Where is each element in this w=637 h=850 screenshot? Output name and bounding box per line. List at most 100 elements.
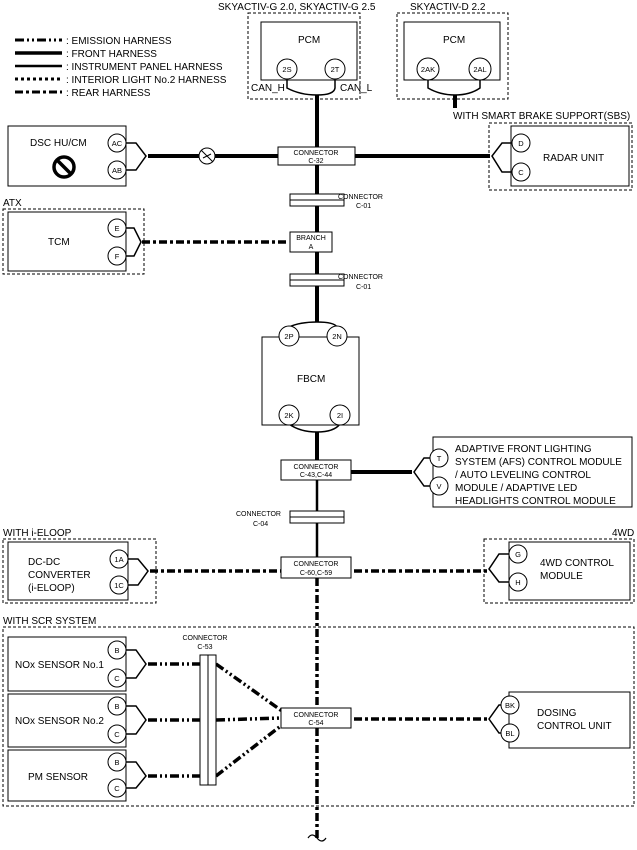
dosing-box xyxy=(508,691,631,749)
nox1-pin-c xyxy=(107,668,127,688)
dcdc-pin-stub xyxy=(128,558,149,586)
dosing-line-1: DOSING xyxy=(537,708,577,719)
afs-pin-stub xyxy=(413,457,434,487)
pin-v xyxy=(429,476,449,496)
pin-2ak-label: 2AK xyxy=(421,65,435,74)
afs-line-2: SYSTEM (AFS) CONTROL MODULE xyxy=(455,457,622,468)
connector-c01-lower-title: CONNECTOR xyxy=(338,274,383,281)
pin-g xyxy=(508,544,528,564)
pin-f-label: F xyxy=(115,252,120,261)
pin-2al-label: 2AL xyxy=(473,65,486,74)
nox1-pin-b xyxy=(107,640,127,660)
pin-c-radar xyxy=(511,162,531,182)
pm-pin-stub xyxy=(126,761,147,789)
pin-2n-label: 2N xyxy=(332,332,342,341)
skyactiv-g-label: SKYACTIV-G 2.0, SKYACTIV-G 2.5 xyxy=(218,2,376,13)
tcm-name: TCM xyxy=(48,237,70,248)
legend-front-label: : FRONT HARNESS xyxy=(66,49,157,60)
connector-c60-c59 xyxy=(280,556,352,579)
pin-bl-label: BL xyxy=(505,729,514,738)
pm-name: PM SENSOR xyxy=(28,772,88,783)
connector-c01-lower-id: C-01 xyxy=(356,284,371,291)
atx-frame xyxy=(2,208,145,275)
awd-label: 4WD xyxy=(612,528,634,539)
nox1-pin-stub xyxy=(126,649,147,679)
no-signal-icon xyxy=(198,147,216,165)
connector-c60-title: CONNECTOR xyxy=(294,561,339,568)
pin-2al xyxy=(468,57,492,81)
pm-pin-b-label: B xyxy=(114,758,119,767)
nox1-box xyxy=(7,636,127,692)
connector-c60-id: C-60,C-59 xyxy=(300,570,332,577)
afs-line-1: ADAPTIVE FRONT LIGHTING xyxy=(455,444,592,455)
pm-box xyxy=(7,749,127,802)
dcdc-box xyxy=(7,541,129,601)
ieloop-frame xyxy=(2,538,157,604)
pin-2i-label: 2I xyxy=(337,411,343,420)
pin-bl xyxy=(500,723,520,743)
awd-line-1: 4WD CONTROL xyxy=(540,558,614,569)
pm-pin-b xyxy=(107,752,127,772)
pcm-d-twisted-pair xyxy=(427,80,481,96)
can-l-label: CAN_L xyxy=(340,83,373,94)
pin-2i xyxy=(329,404,351,426)
connector-c32 xyxy=(277,146,356,166)
nox1-pin-c-label: C xyxy=(114,674,120,683)
fbcm-name: FBCM xyxy=(297,374,325,385)
pin-2ak xyxy=(416,57,440,81)
radar-name: RADAR UNIT xyxy=(543,153,604,164)
branch-a-id: A xyxy=(309,244,314,251)
awd-box xyxy=(508,541,631,601)
branch-a xyxy=(289,231,333,253)
dsc-pin-stub xyxy=(126,142,147,171)
pcm-g-twisted-pair xyxy=(286,80,336,96)
pin-f xyxy=(107,246,127,266)
nox2-pin-c-label: C xyxy=(114,730,120,739)
pin-2t-label: 2T xyxy=(331,65,340,74)
pin-2s xyxy=(276,58,298,80)
dcdc-line-2: CONVERTER xyxy=(28,570,91,581)
prohibited-icon xyxy=(52,155,76,179)
pin-bk-label: BK xyxy=(505,701,515,710)
pcm-g-name: PCM xyxy=(298,35,320,46)
fbcm-top-twisted-pair xyxy=(288,321,338,328)
pin-2n xyxy=(326,325,348,347)
pin-1c-label: 1C xyxy=(114,581,124,590)
connector-c04-id: C-04 xyxy=(253,521,268,528)
nox2-box xyxy=(7,693,127,748)
tcm-box xyxy=(7,211,127,272)
fbcm-bottom-twisted-pair xyxy=(288,423,341,433)
legend-interior-label: : INTERIOR LIGHT No.2 HARNESS xyxy=(66,75,227,86)
pin-h-label: H xyxy=(515,578,520,587)
radar-pin-stub xyxy=(491,142,512,173)
branch-a-title: BRANCH xyxy=(296,235,326,242)
connector-c54-id: C-54 xyxy=(308,720,323,727)
nox2-pin-b xyxy=(107,696,127,716)
connector-c32-title: CONNECTOR xyxy=(294,150,339,157)
pin-ab-label: AB xyxy=(112,166,122,175)
pin-bk xyxy=(500,695,520,715)
skyactiv-g-frame xyxy=(247,12,361,100)
pin-t-label: T xyxy=(437,454,442,463)
skyactiv-d-frame xyxy=(396,12,509,100)
connector-c32-id: C-32 xyxy=(308,158,323,165)
pin-2k-label: 2K xyxy=(284,411,293,420)
c53-to-c54-upper xyxy=(214,662,284,713)
pin-d-label: D xyxy=(518,139,524,148)
legend-emission-label: : EMISSION HARNESS xyxy=(66,36,172,47)
pin-ab xyxy=(107,160,127,180)
c53-to-c54-middle xyxy=(215,716,283,722)
nox1-pin-b-label: B xyxy=(114,646,119,655)
pin-1c xyxy=(109,575,129,595)
awd-line-2: MODULE xyxy=(540,571,583,582)
pin-2p xyxy=(278,325,300,347)
pin-e xyxy=(107,218,127,238)
legend-rear-label: : REAR HARNESS xyxy=(66,88,151,99)
skyactiv-d-label: SKYACTIV-D 2.2 xyxy=(410,2,486,13)
pin-c-radar-label: C xyxy=(518,168,524,177)
pin-ac-label: AC xyxy=(112,139,123,148)
sbs-label: WITH SMART BRAKE SUPPORT(SBS) xyxy=(453,111,630,122)
awd-pin-stub xyxy=(488,553,509,583)
pin-t xyxy=(429,448,449,468)
nox2-pin-c xyxy=(107,724,127,744)
